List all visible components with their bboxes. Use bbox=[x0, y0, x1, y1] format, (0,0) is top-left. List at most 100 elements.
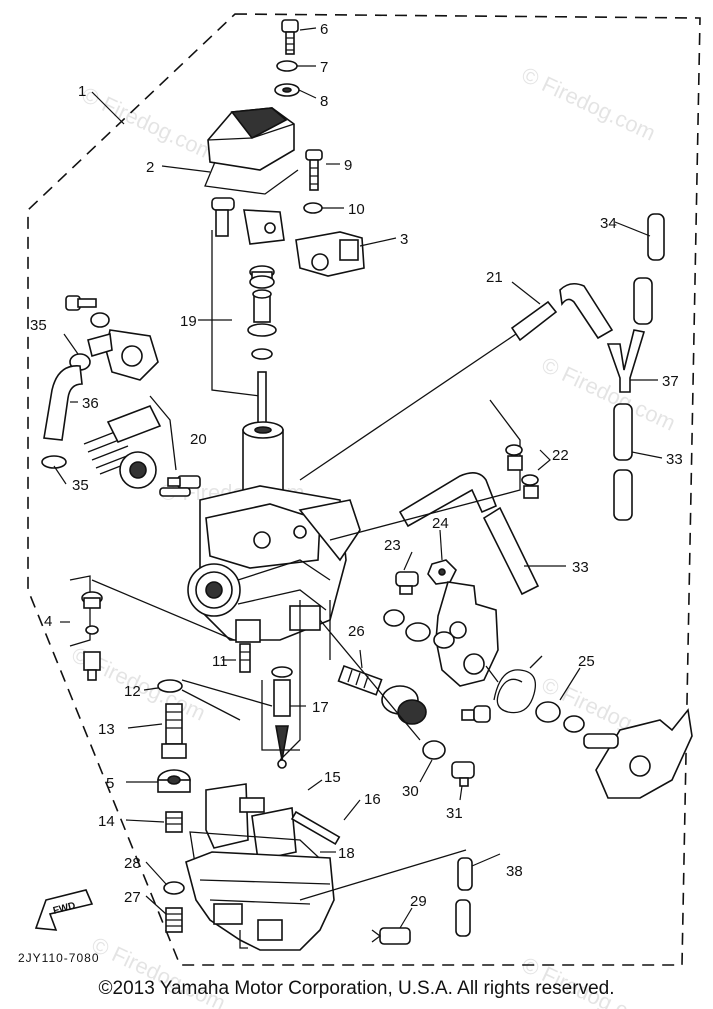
callout-23: 23 bbox=[384, 537, 401, 554]
part-spring-25 bbox=[485, 655, 543, 714]
leader-20 bbox=[149, 395, 177, 471]
callout-13: 13 bbox=[98, 721, 115, 738]
part-o-ring-12 bbox=[157, 679, 183, 693]
part-washer-10 bbox=[303, 202, 323, 214]
callout-38: 38 bbox=[506, 863, 523, 880]
callout-27: 27 bbox=[124, 889, 141, 906]
part-throttle-stop-26 bbox=[337, 664, 427, 725]
part-starter-bracket bbox=[87, 329, 159, 381]
callout-3: 3 bbox=[400, 231, 408, 248]
part-stack-19 bbox=[247, 265, 277, 441]
diagram-reference: 2JY110-7080 bbox=[18, 951, 100, 965]
part-washer-7 bbox=[276, 60, 298, 72]
part-carburetor-body bbox=[187, 485, 361, 643]
part-stop-bracket bbox=[435, 581, 499, 687]
part-washer-28 bbox=[163, 881, 185, 895]
callout-20: 20 bbox=[190, 431, 207, 448]
leader-lines bbox=[53, 27, 663, 929]
callout-2: 2 bbox=[146, 159, 154, 176]
callout-25: 25 bbox=[578, 653, 595, 670]
part-washer-30 bbox=[422, 740, 446, 760]
watermark: © Firedog.com bbox=[538, 352, 680, 436]
part-float-valve-17 bbox=[271, 666, 293, 769]
guide-lines-26 bbox=[319, 600, 421, 741]
callout-30: 30 bbox=[402, 783, 419, 800]
part-plunger-spring bbox=[83, 404, 162, 475]
watermark-layer: © Firedog.com © Firedog.com © Firedog.co… bbox=[68, 62, 680, 1009]
part-main-jet-5 bbox=[157, 769, 191, 793]
part-nut-24 bbox=[427, 559, 457, 585]
watermark: © Firedog.com bbox=[78, 82, 220, 166]
guide-line-21 bbox=[299, 333, 517, 481]
callout-22: 22 bbox=[552, 447, 569, 464]
part-throttle-pulley bbox=[583, 708, 693, 799]
callout-10: 10 bbox=[348, 201, 365, 218]
part-washer bbox=[405, 622, 431, 642]
callout-8: 8 bbox=[320, 93, 328, 110]
callout-5: 5 bbox=[106, 775, 114, 792]
callout-7: 7 bbox=[320, 59, 328, 76]
part-washer-25b bbox=[563, 715, 585, 733]
part-screw-9 bbox=[305, 149, 323, 191]
part-vent-hose bbox=[398, 472, 498, 528]
part-screw-23 bbox=[395, 571, 419, 595]
part-float-pin-16 bbox=[290, 810, 341, 846]
callout-12: 12 bbox=[124, 683, 141, 700]
part-pilot-jet-14 bbox=[165, 811, 183, 833]
part-y-joint-37 bbox=[606, 329, 646, 393]
callout-labels: 6 7 8 1 2 9 10 3 34 21 19 35 37 36 20 22… bbox=[30, 21, 683, 910]
callout-1: 1 bbox=[78, 83, 86, 100]
callout-14: 14 bbox=[98, 813, 115, 830]
part-hose-33b bbox=[482, 506, 540, 596]
callout-26: 26 bbox=[348, 623, 365, 640]
callout-4: 4 bbox=[44, 613, 52, 630]
part-hose-38 bbox=[455, 857, 473, 937]
callout-34: 34 bbox=[600, 215, 617, 232]
callout-19: 19 bbox=[180, 313, 197, 330]
callout-36: 36 bbox=[82, 395, 99, 412]
part-pin-20 bbox=[159, 487, 191, 497]
part-clip bbox=[383, 609, 405, 627]
callout-11: 11 bbox=[212, 653, 228, 670]
callout-17: 17 bbox=[312, 699, 329, 716]
callout-21: 21 bbox=[486, 269, 503, 286]
part-throttle-lever bbox=[295, 231, 365, 277]
callout-31: 31 bbox=[446, 805, 463, 822]
part-throttle-slide bbox=[242, 421, 284, 491]
callout-18: 18 bbox=[338, 845, 355, 862]
leader-bracket-4 bbox=[69, 575, 91, 647]
part-screw-bracket bbox=[211, 197, 235, 237]
callout-33a: 33 bbox=[666, 451, 683, 468]
part-hose-33a bbox=[613, 403, 633, 521]
part-washer-25a bbox=[535, 701, 561, 723]
leader-bracket-17 bbox=[261, 680, 300, 751]
callout-35: 35 bbox=[30, 317, 47, 334]
callout-6: 6 bbox=[320, 21, 328, 38]
part-screw-31 bbox=[451, 761, 475, 787]
callout-24: 24 bbox=[432, 515, 449, 532]
callout-37: 37 bbox=[662, 373, 679, 390]
part-hose-34 bbox=[633, 213, 665, 325]
copyright-notice: ©2013 Yamaha Motor Corporation, U.S.A. A… bbox=[98, 978, 615, 999]
part-float bbox=[205, 783, 297, 861]
part-float-bowl bbox=[185, 851, 335, 951]
part-top-cover bbox=[204, 107, 299, 195]
part-screw-20 bbox=[167, 475, 201, 489]
part-hose-36 bbox=[43, 365, 83, 441]
leader-bracket-19 bbox=[211, 230, 261, 397]
guide-line-38 bbox=[299, 849, 467, 901]
callout-29: 29 bbox=[410, 893, 427, 910]
callout-33b: 33 bbox=[572, 559, 589, 576]
part-pilot-screw-4 bbox=[81, 591, 103, 681]
part-pilot-jet-11 bbox=[239, 643, 251, 673]
part-cable-bracket bbox=[243, 209, 285, 245]
part-fitting-22 bbox=[505, 444, 539, 499]
callout-35b: 35 bbox=[72, 477, 89, 494]
fwd-arrow-icon: FWD bbox=[34, 889, 94, 931]
callout-15: 15 bbox=[324, 769, 341, 786]
callout-9: 9 bbox=[344, 157, 352, 174]
assembly-boundary bbox=[27, 13, 701, 966]
part-drain-screw-27 bbox=[165, 907, 183, 933]
guide-lines-lower-left bbox=[91, 579, 301, 761]
